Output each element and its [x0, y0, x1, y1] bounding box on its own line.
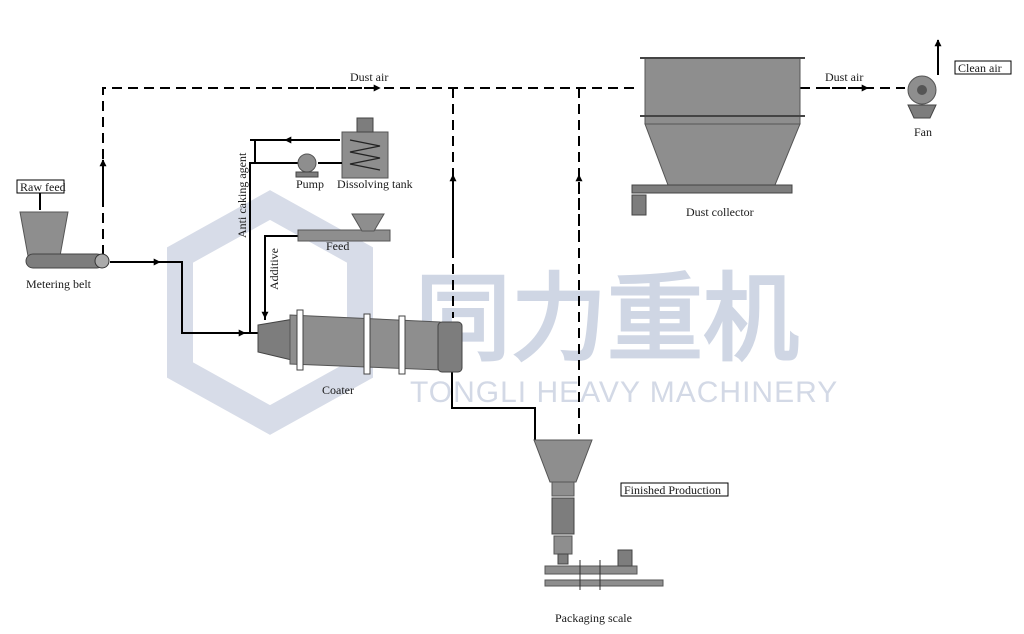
clean-air-label: Clean air [958, 61, 1002, 75]
additive-label: Additive [267, 248, 281, 290]
packaging-scale [544, 549, 664, 590]
packaging-scale-label: Packaging scale [555, 611, 632, 625]
pump-label: Pump [296, 177, 324, 191]
labels: Raw feed Metering belt Anti caking agent… [16, 60, 1012, 625]
dust-air-ducts [99, 84, 905, 440]
metering-belt-label: Metering belt [26, 277, 92, 291]
finished-production-label: Finished Production [624, 483, 721, 497]
dust-collector [631, 57, 805, 216]
dissolving-tank [318, 117, 389, 179]
finished-hopper [533, 439, 593, 565]
watermark-hex-logo [167, 190, 373, 435]
watermark-chinese-name: 同力重机 [415, 263, 799, 375]
coater-to-hopper-line [451, 370, 536, 440]
watermark: 同力重机 TONGLI HEAVY MACHINERY [167, 190, 838, 435]
finished-production-box [620, 482, 729, 497]
watermark-english-name: TONGLI HEAVY MACHINERY [410, 376, 838, 409]
coater-drum [257, 309, 463, 375]
raw-feed-hopper [19, 211, 110, 269]
dust-collector-label: Dust collector [686, 205, 754, 219]
raw-feed-label: Raw feed [20, 180, 66, 194]
clean-air-box [954, 60, 1012, 75]
anti-caking-line [249, 162, 300, 332]
dissolving-tank-label: Dissolving tank [337, 177, 413, 191]
fan [907, 75, 937, 119]
dust-air-right-label: Dust air [825, 70, 863, 84]
anti-caking-agent-label: Anti caking agent [235, 152, 249, 238]
fan-label: Fan [914, 125, 932, 139]
additive-feeder [297, 213, 391, 242]
coater-label: Coater [322, 383, 354, 397]
pump [295, 153, 319, 178]
raw-feed-box [16, 179, 65, 194]
material-lines [39, 39, 942, 440]
feed-label: Feed [326, 239, 349, 253]
dust-air-left-label: Dust air [350, 70, 388, 84]
